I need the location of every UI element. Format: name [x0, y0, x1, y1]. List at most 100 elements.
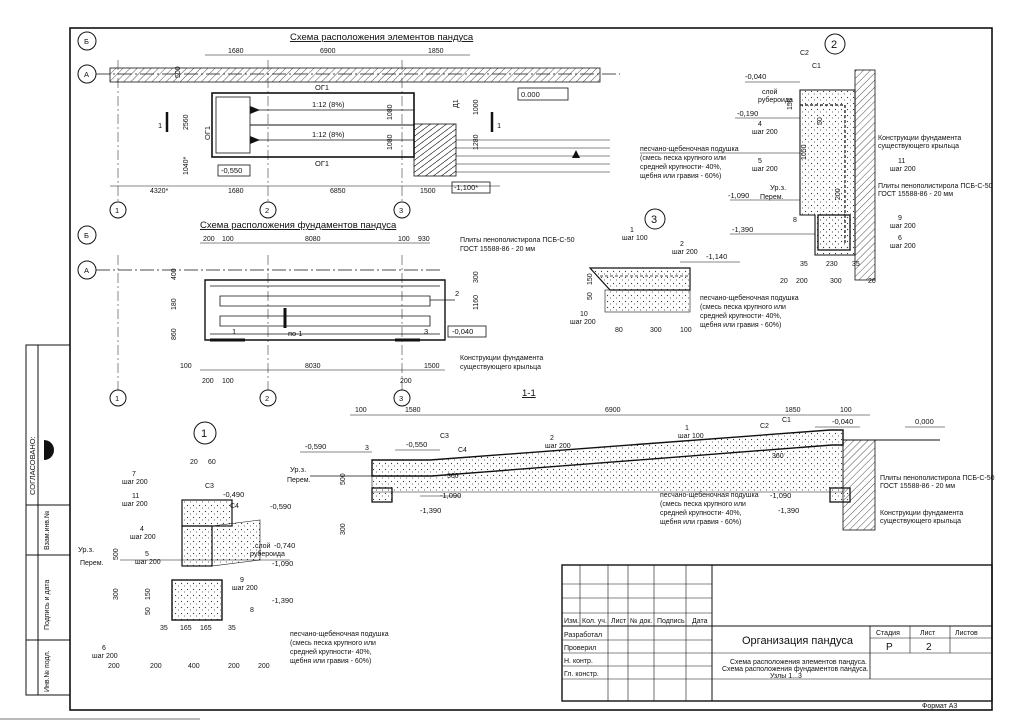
drawing-label: -0,740: [274, 541, 295, 550]
drawing-label: Узлы 1...3: [770, 673, 802, 680]
section-1-1: 1-1 100 1580 6900 1850 100 -0,590 -0,550…: [287, 388, 995, 535]
drawing-label: шаг 200: [92, 653, 118, 660]
title-section: 1-1: [522, 388, 536, 399]
drawing-label: шаг 200: [232, 585, 258, 592]
drawing-label: шаг 200: [122, 479, 148, 486]
drawing-label: Д1: [453, 99, 460, 108]
drawing-label: (смесь песка крупного или: [290, 640, 376, 647]
drawing-label: 0.000: [521, 90, 540, 99]
drawing-label: 860: [171, 328, 178, 340]
drawing-label: С4: [230, 503, 239, 510]
drawing-label: 360: [447, 473, 459, 480]
drawing-label: 1: [115, 206, 119, 215]
drawing-label: Конструкции фундамента: [878, 135, 961, 142]
drawing-label: Перем.: [80, 560, 104, 567]
drawing-label: 500: [340, 473, 347, 485]
drawing-label: 100: [222, 236, 234, 243]
drawing-label: -1,390: [272, 596, 293, 605]
drawing-label: 3: [365, 445, 369, 452]
drawing-label: 2: [550, 435, 554, 442]
drawing-label: Плиты пенополистирола ПСБ-С-50: [460, 237, 575, 244]
drawing-label: рубероида: [758, 96, 793, 104]
drawing-label: 1: [232, 327, 236, 336]
drawing-label: ГОСТ 15588-86 - 20 мм: [878, 191, 953, 198]
drawing-label: 1080: [387, 104, 394, 120]
drawing-label: Формат А3: [922, 703, 957, 710]
drawing-label: 200: [835, 188, 842, 200]
node-1: 1 7 шаг 200 11 шаг 200 4 шаг 200 5 шаг 2…: [78, 421, 389, 670]
drawing-label: шаг 200: [570, 319, 596, 326]
drawing-label: существующего крыльца: [878, 143, 959, 150]
drawing-label: 8: [793, 217, 797, 224]
drawing-label: -1,090: [272, 559, 293, 568]
drawing-label: Стадия: [876, 630, 900, 637]
drawing-label: песчано-щебеночная подушка: [290, 630, 389, 638]
drawing-label: средней крупности- 40%,: [640, 163, 722, 171]
drawing-label: 100: [180, 363, 192, 370]
slope-lower: 1:12 (8%): [312, 130, 345, 139]
drawing-label: 400: [171, 268, 178, 280]
drawing-label: (смесь песка крупного или: [700, 304, 786, 311]
drawing-label: Б: [84, 37, 89, 46]
slope-upper: 1:12 (8%): [312, 100, 345, 109]
drawing-label: 2: [926, 642, 932, 653]
drawing-label: 60: [208, 459, 216, 466]
drawing-label: Подпись: [657, 618, 685, 625]
drawing-label: шаг 200: [672, 249, 698, 256]
drawing-label: Лист: [611, 618, 627, 625]
drawing-label: 200: [796, 278, 808, 285]
section-mark-right: 1: [497, 121, 501, 130]
drawing-label: щебня или гравия - 60%): [660, 518, 741, 526]
stamp-sign-date: Подпись и дата: [44, 580, 51, 630]
drawing-label: Ур.з.: [290, 465, 306, 474]
drawing-label: шаг 100: [678, 433, 704, 440]
drawing-label: 150: [145, 588, 152, 600]
drawing-label: существующего крыльца: [880, 518, 961, 525]
drawing-label: 11: [898, 158, 905, 165]
drawing-label: рубероида: [250, 550, 285, 558]
drawing-label: 8030: [305, 363, 321, 370]
drawing-label: шаг 200: [752, 129, 778, 136]
drawing-label: 9: [898, 215, 902, 222]
drawing-label: 5: [758, 158, 762, 165]
drawing-label: Схема расположения фундаментов пандуса.: [722, 666, 869, 673]
drawing-label: шаг 200: [130, 534, 156, 541]
title-block: [561, 564, 993, 702]
drawing-label: 2: [265, 394, 269, 403]
drawing-label: слой: [255, 542, 271, 550]
drawing-label: -0,040: [745, 72, 766, 81]
drawing-label: С1: [812, 63, 821, 70]
drawing-label: 1: [201, 428, 207, 440]
drawing-label: 400: [188, 663, 200, 670]
drawing-label: 1850: [785, 407, 801, 414]
drawing-label: 2: [831, 39, 837, 51]
drawing-label: -0,590: [305, 442, 326, 451]
drawing-label: 5: [145, 551, 149, 558]
drawing-label: С2: [800, 50, 809, 57]
drawing-label: 1850: [428, 48, 444, 55]
drawing-label: 0,000: [915, 417, 934, 426]
drawing-label: 6900: [605, 407, 621, 414]
title-block-text: Изм. Кол. уч. Лист № док. Подпись Дата Р…: [564, 618, 978, 710]
drawing-label: средней крупности- 40%,: [700, 312, 782, 320]
drawing-label: 100: [680, 327, 692, 334]
drawing-label: 2: [455, 289, 459, 298]
drawing-label: С3: [205, 483, 214, 490]
stamp-inv-orig: Инв.№ подл.: [44, 650, 51, 692]
drawing-label: 20: [190, 459, 198, 466]
drawing-label: (смесь песка крупного или: [660, 501, 746, 508]
project-title: Организация пандуса: [742, 635, 854, 647]
drawing-label: 7: [132, 471, 136, 478]
drawing-label: шаг 200: [545, 443, 571, 450]
drawing-label: 230: [826, 261, 838, 268]
drawing-label: Перем.: [287, 477, 311, 484]
stamp-inv-replace: Взам.инв.№: [44, 511, 51, 550]
drawing-label: слой: [762, 88, 778, 96]
drawing-label: -1,090: [440, 491, 461, 500]
drawing-label: Схема расположения элементов пандуса.: [730, 659, 867, 666]
drawing-label: -1,390: [732, 225, 753, 234]
drawing-label: 200: [203, 236, 215, 243]
drawing-label: 150: [787, 98, 794, 110]
drawing-label: 165: [180, 625, 192, 632]
